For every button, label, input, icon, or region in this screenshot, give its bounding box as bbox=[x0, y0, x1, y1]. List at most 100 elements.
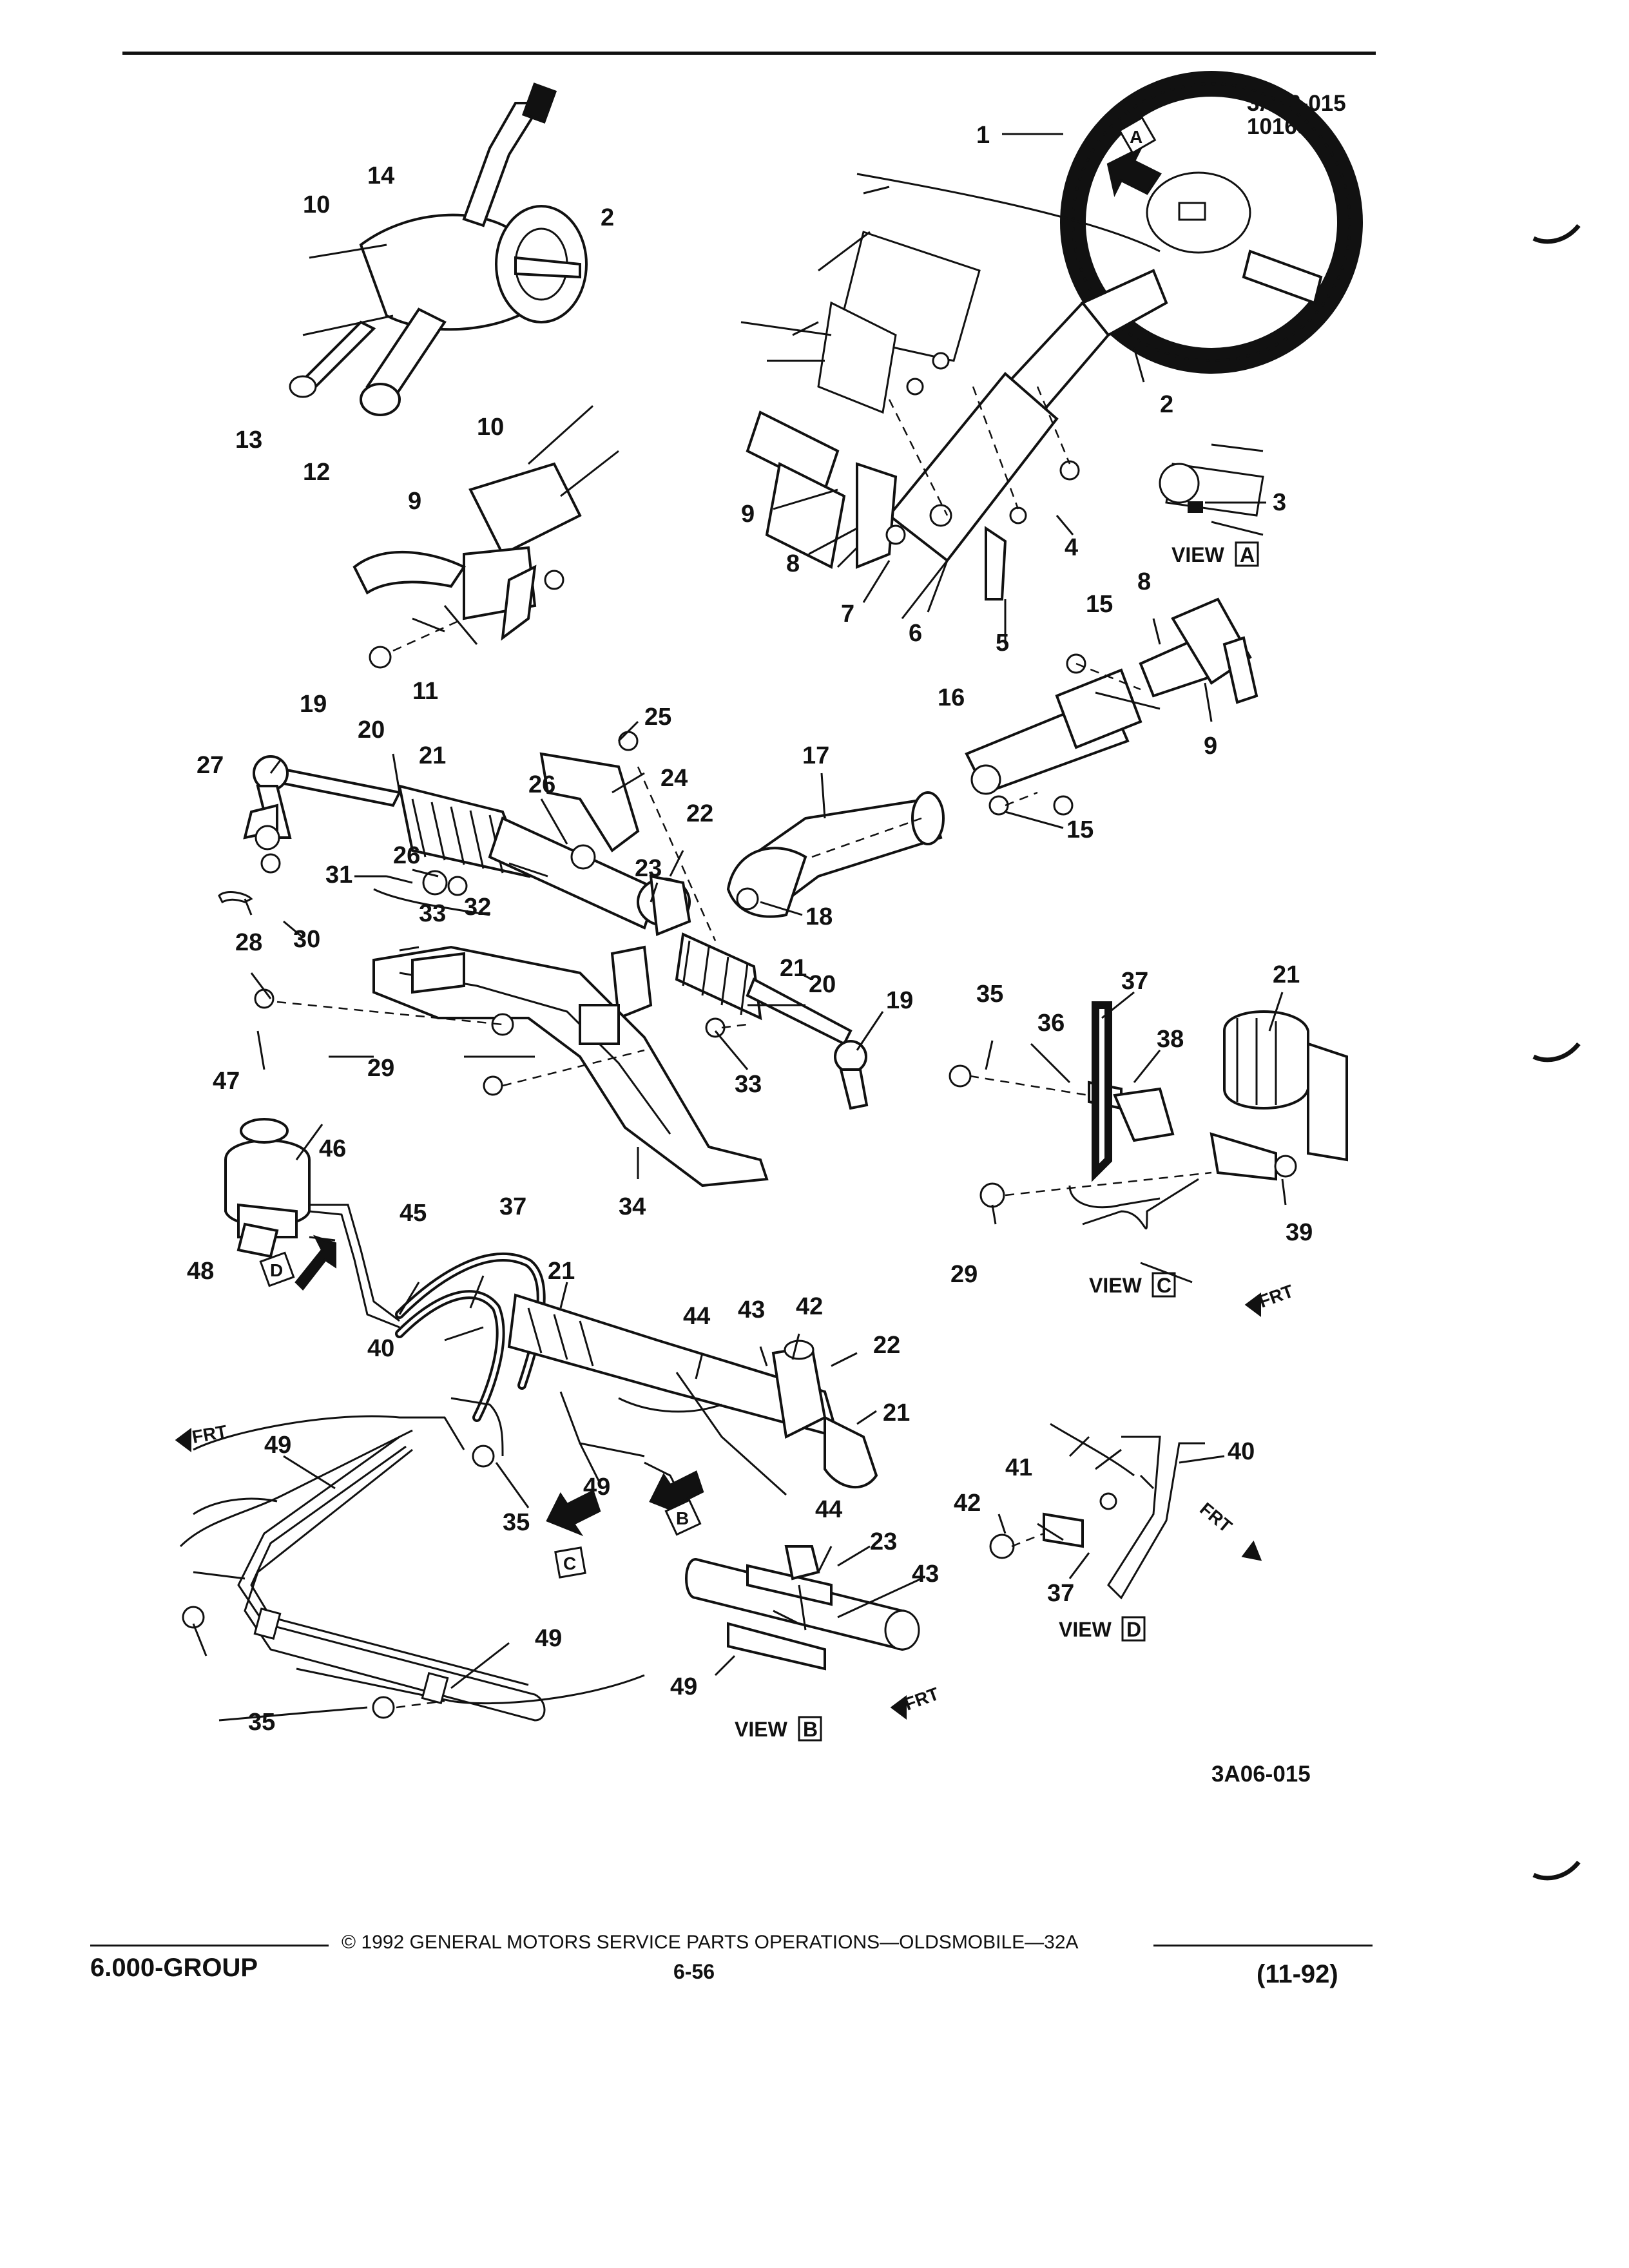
callout-43b: 43 bbox=[912, 1561, 939, 1588]
callout-24: 24 bbox=[660, 765, 688, 792]
callout-42b: 42 bbox=[954, 1490, 981, 1517]
rack-and-pinion-gear bbox=[243, 755, 869, 1110]
callout-49c: 49 bbox=[535, 1625, 562, 1652]
callout-27: 27 bbox=[197, 752, 224, 779]
callout-21d: 21 bbox=[548, 1258, 575, 1285]
view-a-letter: A bbox=[1240, 543, 1255, 566]
callout-32: 32 bbox=[464, 894, 491, 921]
frt-arrow-left: FRT bbox=[175, 1421, 229, 1452]
intermediate-shaft bbox=[965, 597, 1258, 816]
marker-b: B bbox=[676, 1508, 689, 1528]
callout-14: 14 bbox=[367, 162, 394, 189]
view-d-label: VIEW D bbox=[1059, 1616, 1146, 1642]
callout-49a: 49 bbox=[264, 1432, 291, 1459]
view-a-word: VIEW bbox=[1171, 543, 1225, 566]
view-b-detail bbox=[685, 1545, 920, 1671]
callout-28: 28 bbox=[235, 929, 262, 956]
callout-41: 41 bbox=[1005, 1454, 1032, 1481]
view-a-arrow: A bbox=[1106, 116, 1162, 197]
callout-16: 16 bbox=[938, 684, 965, 711]
callout-26a: 26 bbox=[528, 771, 555, 798]
callout-42a: 42 bbox=[796, 1293, 823, 1320]
callout-33b: 33 bbox=[735, 1071, 762, 1098]
callout-9c: 9 bbox=[1204, 733, 1217, 760]
callout-13: 13 bbox=[235, 427, 262, 454]
callout-49b: 49 bbox=[583, 1474, 610, 1501]
callout-21a: 21 bbox=[419, 742, 446, 769]
footer-group: 6.000-GROUP bbox=[90, 1954, 258, 1982]
footer-rule-left bbox=[90, 1945, 329, 1946]
callout-10b: 10 bbox=[477, 414, 504, 441]
callout-26b: 26 bbox=[393, 842, 420, 869]
footer-date: (11-92) bbox=[1257, 1960, 1338, 1988]
marker-d: D bbox=[270, 1260, 283, 1280]
callout-39: 39 bbox=[1286, 1219, 1313, 1246]
callout-7: 7 bbox=[841, 601, 854, 628]
callout-15b: 15 bbox=[1066, 816, 1094, 843]
callout-12: 12 bbox=[303, 459, 330, 486]
view-c-word: VIEW bbox=[1089, 1274, 1142, 1297]
callout-6: 6 bbox=[909, 620, 922, 647]
callout-49d: 49 bbox=[670, 1673, 697, 1700]
callout-37c: 37 bbox=[1047, 1580, 1074, 1607]
callout-22a: 22 bbox=[686, 800, 713, 827]
callout-34: 34 bbox=[619, 1193, 646, 1220]
view-b-arrow: B bbox=[649, 1470, 704, 1536]
rack-installed-view bbox=[179, 1293, 878, 1548]
view-c-letter: C bbox=[1157, 1274, 1171, 1297]
frt-label-view-c: FRT bbox=[1256, 1281, 1296, 1312]
callout-21b: 21 bbox=[780, 955, 807, 982]
callout-30: 30 bbox=[293, 926, 320, 953]
column-boot bbox=[726, 791, 945, 918]
callout-44b: 44 bbox=[815, 1496, 842, 1523]
callout-23a: 23 bbox=[635, 855, 662, 882]
callout-21e: 21 bbox=[883, 1399, 910, 1427]
callout-36: 36 bbox=[1037, 1010, 1065, 1037]
footer-copyright: © 1992 GENERAL MOTORS SERVICE PARTS OPER… bbox=[342, 1932, 1079, 1953]
header-rule bbox=[122, 52, 1376, 55]
callout-29b: 29 bbox=[950, 1261, 978, 1288]
callout-2b: 2 bbox=[1160, 391, 1173, 418]
callout-9b: 9 bbox=[408, 488, 421, 515]
callout-8b: 8 bbox=[1137, 568, 1151, 595]
callout-20b: 20 bbox=[809, 971, 836, 998]
callout-46: 46 bbox=[319, 1135, 346, 1162]
callout-45: 45 bbox=[400, 1200, 427, 1227]
callout-25: 25 bbox=[644, 704, 671, 731]
view-c-label: VIEW C bbox=[1089, 1272, 1176, 1298]
ignition-column-upper-left bbox=[289, 82, 588, 416]
callout-9a: 9 bbox=[741, 501, 755, 528]
frt-arrow-view-b: FRT bbox=[890, 1684, 941, 1720]
frt-label-view-b: FRT bbox=[901, 1684, 941, 1715]
view-b-label: VIEW B bbox=[735, 1716, 822, 1742]
view-b-letter: B bbox=[803, 1718, 818, 1741]
exploded-parts-diagram: VIEW A VIEW B VIEW C VIEW D A D bbox=[175, 71, 1363, 1742]
steering-wheel bbox=[990, 71, 1363, 427]
callout-44a: 44 bbox=[683, 1303, 710, 1330]
callout-29a: 29 bbox=[367, 1055, 394, 1082]
steering-column-upper bbox=[740, 173, 1161, 619]
figure-code-bottom: 3A06-015 bbox=[1211, 1762, 1311, 1787]
view-d-arrow: D bbox=[259, 1235, 336, 1291]
callout-4: 4 bbox=[1065, 534, 1078, 561]
column-lower-bracket bbox=[352, 405, 619, 669]
view-d-word: VIEW bbox=[1059, 1618, 1112, 1641]
footer-page-number: 6-56 bbox=[673, 1960, 715, 1983]
callout-17: 17 bbox=[802, 742, 829, 769]
view-c-arrow: C bbox=[546, 1490, 601, 1579]
power-steering-reservoir bbox=[224, 1118, 400, 1329]
callout-35c: 35 bbox=[248, 1709, 275, 1736]
callout-8a: 8 bbox=[786, 550, 800, 577]
callout-18: 18 bbox=[805, 903, 833, 930]
callout-37b: 37 bbox=[499, 1193, 526, 1220]
callout-15a: 15 bbox=[1086, 591, 1113, 618]
callout-19a: 19 bbox=[300, 691, 327, 718]
callout-40b: 40 bbox=[1228, 1438, 1255, 1465]
callout-11: 11 bbox=[412, 678, 438, 705]
callout-10a: 10 bbox=[303, 191, 330, 218]
callout-22b: 22 bbox=[873, 1332, 900, 1359]
callout-20a: 20 bbox=[358, 716, 385, 744]
frt-label-view-d: FRT bbox=[1196, 1499, 1236, 1537]
footer-rule-right bbox=[1153, 1945, 1373, 1946]
